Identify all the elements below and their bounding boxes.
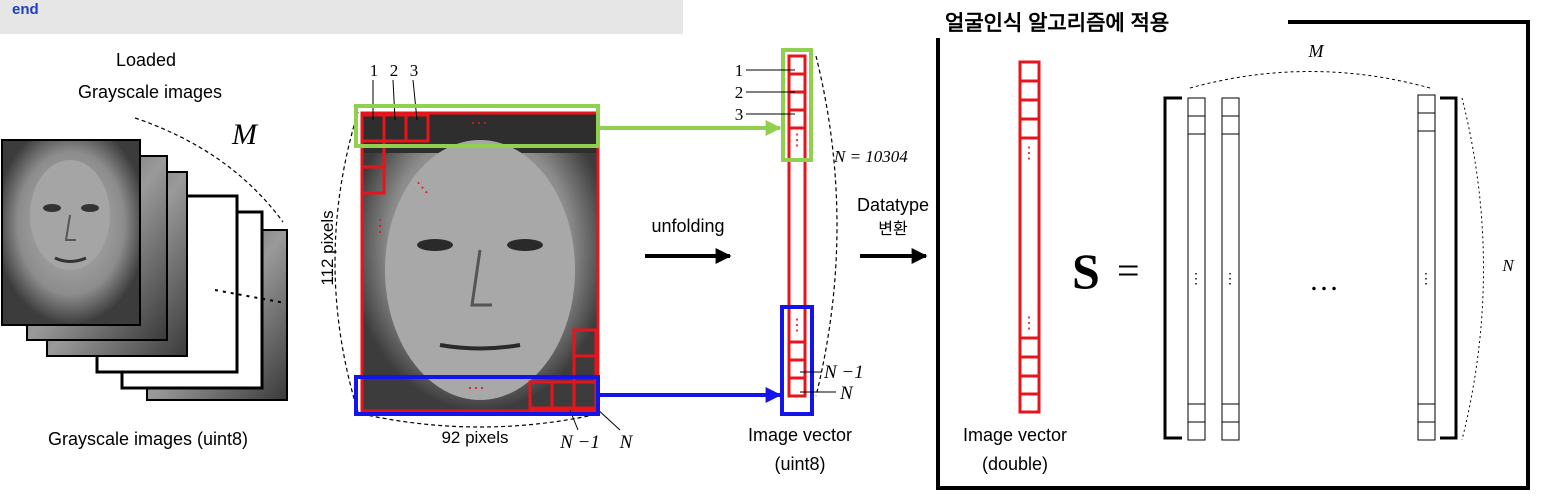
width-brace xyxy=(361,413,599,428)
matrix-n-brace xyxy=(1461,97,1484,441)
matrix-colM-vdots: ⋮ xyxy=(1419,270,1433,286)
matrix-m-label: M xyxy=(1308,41,1325,61)
code-snippet-bar: end xyxy=(0,0,683,34)
svg-text:···: ··· xyxy=(371,217,391,235)
uint8-caption-line1: Image vector xyxy=(748,425,852,445)
col-label-leaders xyxy=(372,79,418,121)
uint8-vector xyxy=(787,54,807,398)
double-top-vdots: ⋮ xyxy=(1021,145,1037,162)
grid-col-label-3: 3 xyxy=(410,61,419,80)
uint8-bottom-highlight xyxy=(780,305,814,416)
unfolding-label: unfolding xyxy=(651,216,724,236)
height-brace xyxy=(334,111,359,413)
vector-end-label-n: N xyxy=(839,383,854,404)
corner-label-n1: N −1 xyxy=(559,432,600,453)
matrix-col1-vdots: ⋮ xyxy=(1189,270,1203,286)
matrix-ellipsis: … xyxy=(1309,264,1339,297)
uint8-caption-line2: (uint8) xyxy=(774,454,825,474)
uint8-bottom-vdots: ⋮ xyxy=(789,317,805,334)
matrix-left-bracket xyxy=(1163,96,1182,440)
svg-text:···: ··· xyxy=(470,112,488,132)
svg-text:···: ··· xyxy=(467,377,485,397)
grayscale-images-caption: Grayscale images (uint8) xyxy=(48,429,248,449)
vector-end-label-n1: N −1 xyxy=(823,362,864,383)
loaded-label-line1: Loaded xyxy=(116,50,176,70)
stack-count-brace xyxy=(134,117,284,223)
matrix-right-bracket xyxy=(1440,96,1458,440)
index-leaders xyxy=(746,69,836,393)
double-caption-line1: Image vector xyxy=(963,425,1067,445)
datatype-label-line2: 변환 xyxy=(878,220,908,238)
uint8-top-highlight xyxy=(781,48,813,162)
matrix-m-brace xyxy=(1189,71,1431,89)
grayscale-image-stack xyxy=(1,139,288,401)
vector-size-label: N = 10304 xyxy=(833,147,908,166)
algorithm-panel-frame xyxy=(936,20,1530,490)
double-caption-line2: (double) xyxy=(982,454,1048,474)
height-label: 112 pixels xyxy=(318,210,337,285)
corner-label-n: N xyxy=(619,432,634,453)
algorithm-panel-title: 얼굴인식 알고리즘에 적용 xyxy=(945,12,1169,35)
double-vector xyxy=(1018,60,1041,414)
stack-count-symbol: M xyxy=(231,118,259,151)
grid-col-label-2: 2 xyxy=(390,61,399,80)
double-bottom-vdots: ⋮ xyxy=(1021,315,1037,332)
code-end-keyword: end xyxy=(12,1,39,18)
matrix-col2-vdots: ⋮ xyxy=(1223,270,1237,286)
loaded-label-line2: Grayscale images xyxy=(78,82,222,102)
matrix-symbol: S xyxy=(1072,243,1100,299)
vector-index-3: 3 xyxy=(735,105,744,124)
width-label: 92 pixels xyxy=(441,428,508,447)
matrix-equals: = xyxy=(1117,248,1140,293)
matrix-n-label: N xyxy=(1501,256,1515,275)
datatype-label-line1: Datatype xyxy=(857,195,929,215)
vector-index-1: 1 xyxy=(735,61,744,80)
grid-col-label-1: 1 xyxy=(370,61,379,80)
uint8-top-vdots: ⋮ xyxy=(789,132,805,149)
vector-size-brace xyxy=(815,55,838,397)
matrix-columns xyxy=(1187,94,1436,441)
vector-index-2: 2 xyxy=(735,83,744,102)
face-image-grid xyxy=(360,111,600,413)
